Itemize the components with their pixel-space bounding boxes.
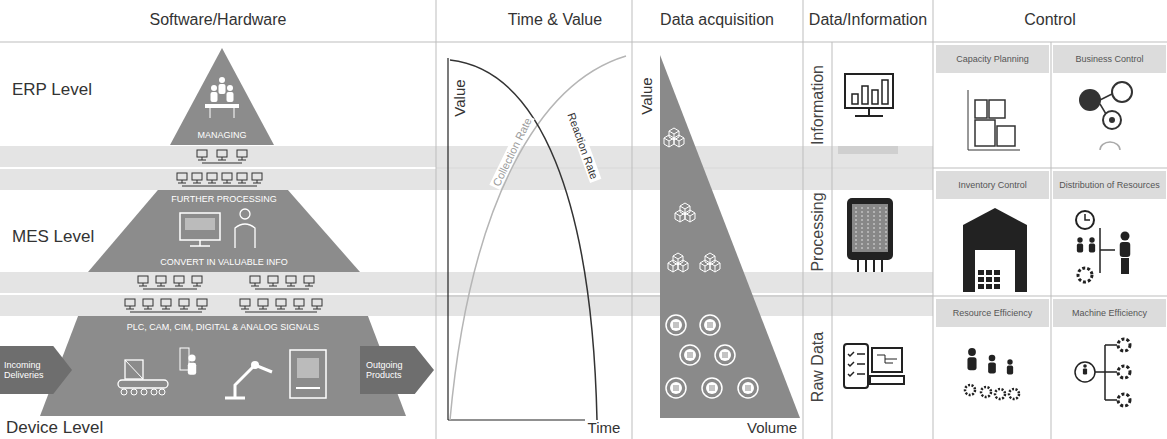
axis-label: Volume: [747, 420, 797, 437]
node-fill: [1053, 45, 1166, 73]
control-heading: Business Control: [1053, 45, 1166, 73]
erp-level-shape: MANAGING: [170, 48, 274, 145]
level-name: ERP Level: [12, 81, 92, 100]
node-text: Machine Efficiency: [1072, 308, 1147, 318]
device-level-shape: PLC, CAM, CIM, DIGITAL & ANALOG SIGNALS: [40, 316, 406, 416]
node-text: Inventory Control: [958, 180, 1027, 190]
node-fill: [88, 190, 360, 272]
collection-curve: [450, 56, 626, 420]
column-header: Data acquisition: [660, 11, 774, 29]
network-row: [125, 299, 207, 312]
data-stage: Processing: [809, 192, 827, 271]
node-fill: [1053, 299, 1166, 327]
control-heading: Capacity Planning: [936, 45, 1049, 73]
volume-triangle: [660, 55, 800, 418]
column-header: Data/Information: [809, 11, 927, 29]
node-text: Business Control: [1075, 54, 1143, 64]
node-text: FURTHER PROCESSING: [171, 194, 276, 204]
node-text: Distribution of Resources: [1059, 180, 1160, 190]
network-row: [138, 276, 202, 289]
column-header: Software/Hardware: [150, 11, 287, 29]
node-text: Capacity Planning: [956, 54, 1029, 64]
flow-arrow: Outgoing Products: [360, 346, 434, 394]
axis-label: Time: [588, 420, 621, 437]
node-fill: [360, 346, 434, 394]
node-fill: [0, 346, 72, 394]
node-fill: [40, 316, 406, 416]
node-text: PLC, CAM, CIM, DIGITAL & ANALOG SIGNALS: [127, 322, 320, 332]
node-text: Incoming Deliveries: [4, 360, 54, 381]
column-header: Time & Value: [508, 11, 602, 29]
node-fill: [170, 48, 274, 145]
data-volume-icons: [664, 128, 758, 398]
inventory-icon: [963, 208, 1027, 292]
network-row: [177, 173, 262, 186]
processing-tablet-icon: [838, 198, 898, 290]
flow-arrow: Incoming Deliveries: [0, 346, 72, 394]
device-icons: [118, 348, 326, 398]
mes-level-shape: FURTHER PROCESSING CONVERT IN VALUABLE IN…: [88, 190, 360, 272]
data-stage: Information: [809, 65, 827, 145]
column-header: Control: [1024, 11, 1076, 29]
node-fill: [936, 45, 1049, 73]
network-row: [240, 299, 322, 312]
resource-efficiency-icon: [965, 348, 1019, 399]
level-band: [0, 146, 933, 316]
processing-icon: [180, 209, 255, 248]
node-fill: [936, 299, 1049, 327]
axis-label: Value: [639, 77, 656, 114]
level-name: MES Level: [12, 228, 94, 247]
axis-label: Value: [452, 79, 469, 116]
node-text: MANAGING: [197, 130, 246, 140]
node-fill: [1053, 171, 1166, 199]
raw-data-icon: [844, 344, 904, 388]
level-name: Device Level: [6, 419, 103, 438]
machine-efficiency-icon: [1075, 339, 1130, 406]
data-stage: Raw Data: [809, 332, 827, 402]
distribution-icon: [1076, 211, 1130, 282]
control-heading: Resource Efficiency: [936, 299, 1049, 327]
node-text: CONVERT IN VALUABLE INFO: [160, 257, 288, 267]
managing-icon: [205, 77, 239, 118]
capacity-icon: [968, 90, 1020, 150]
node-text: Outgoing Products: [366, 360, 416, 381]
control-heading: Inventory Control: [936, 171, 1049, 199]
node-fill: [936, 171, 1049, 199]
time-value-chart: [448, 56, 626, 420]
business-icon: [1079, 82, 1132, 150]
network-row: [197, 150, 247, 163]
control-heading: Distribution of Resources: [1053, 171, 1166, 199]
node-text: Resource Efficiency: [953, 308, 1032, 318]
control-heading: Machine Efficiency: [1053, 299, 1166, 327]
network-row: [250, 276, 314, 289]
information-icon: [838, 74, 898, 154]
